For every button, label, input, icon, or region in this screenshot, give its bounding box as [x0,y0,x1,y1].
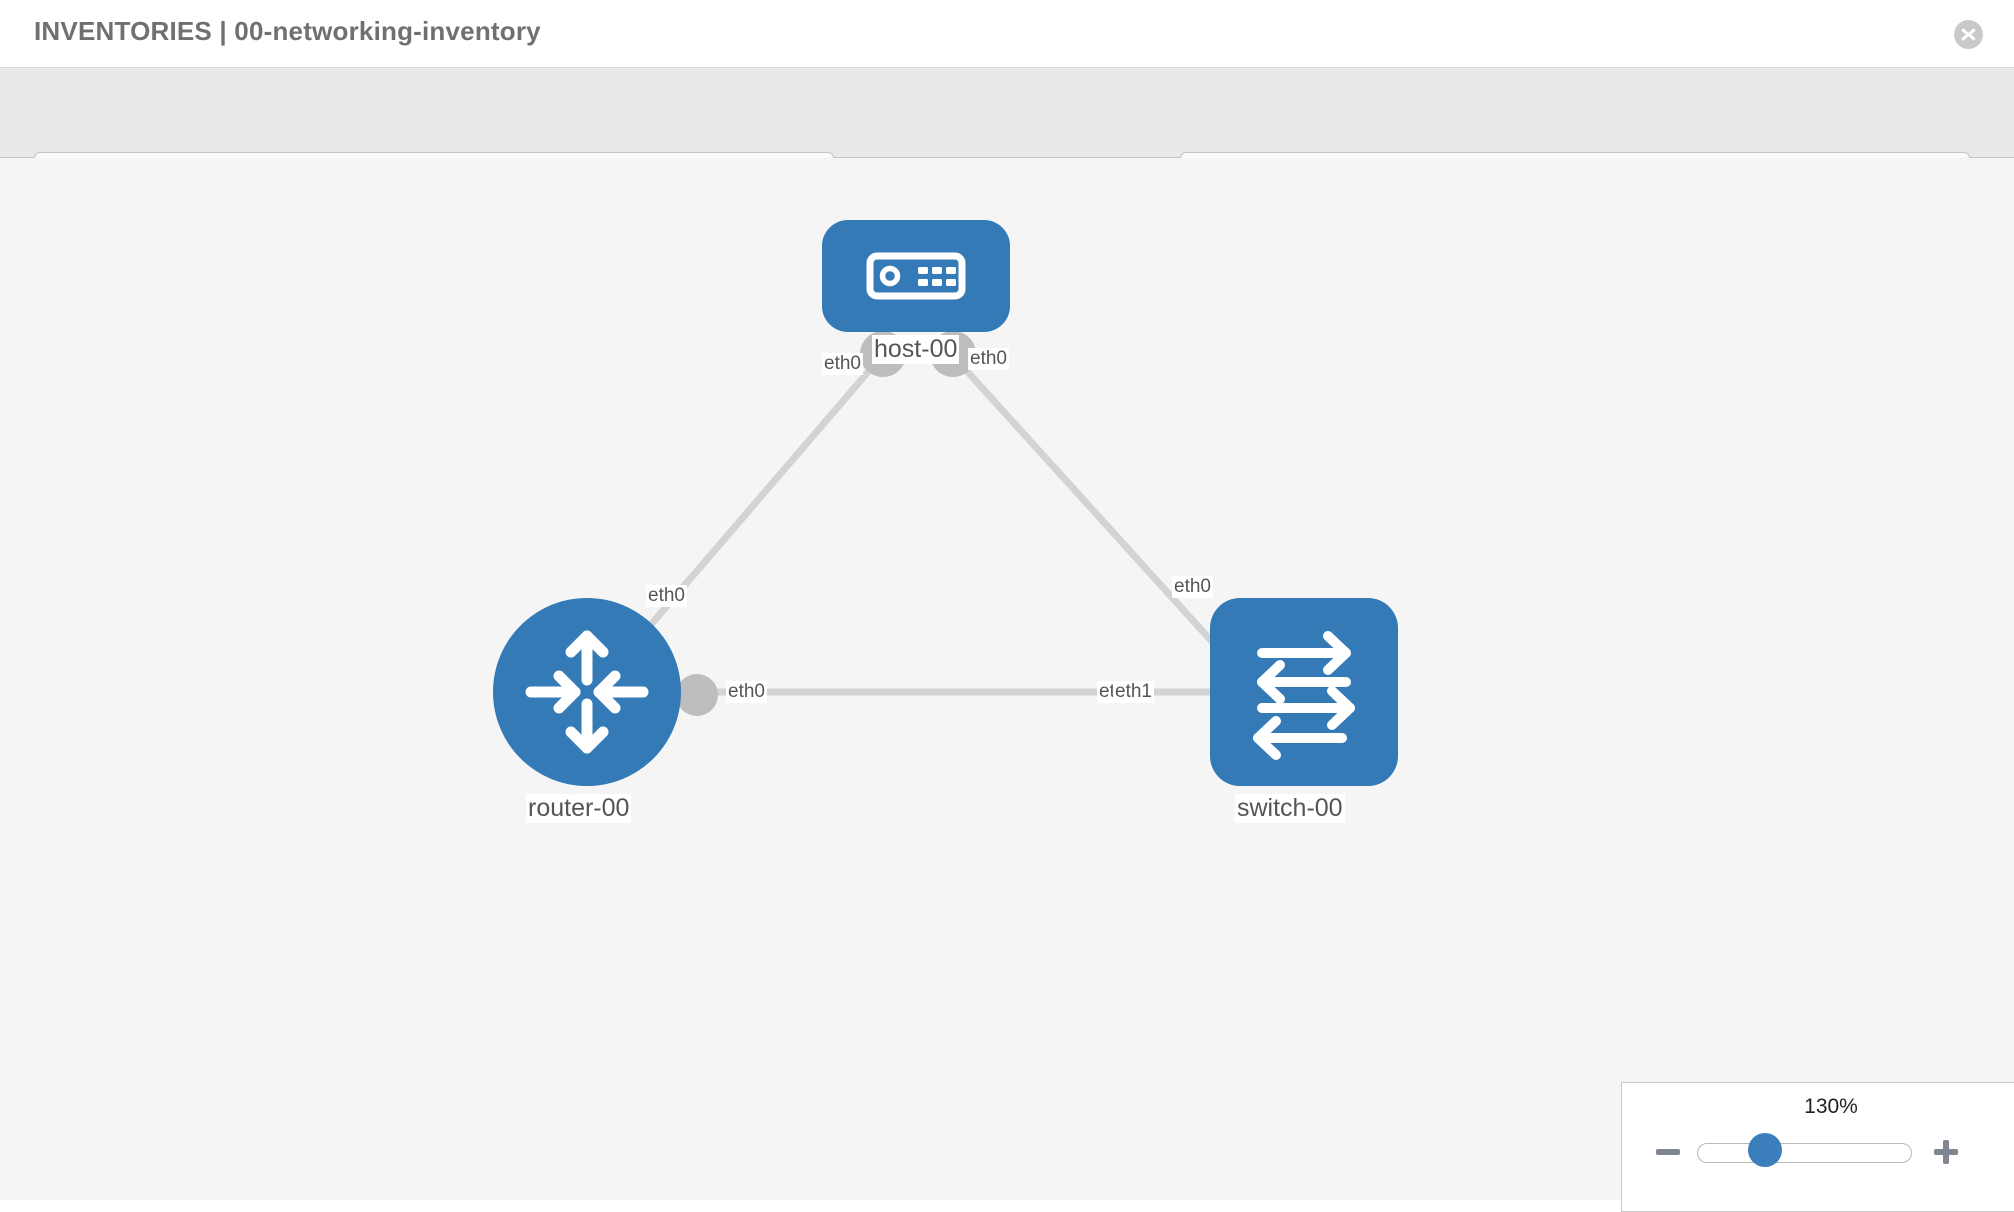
host-node-shape [822,220,1010,332]
switch-node-shape [1210,598,1398,786]
edge-label-router-right: eth0 [726,681,767,703]
router-arrows-icon [525,630,649,754]
switch-arrows-icon [1253,631,1355,760]
nub-router-right [676,674,718,716]
page-title: INVENTORIES | 00-networking-inventory [34,16,541,46]
zoom-slider-track[interactable] [1697,1143,1912,1163]
server-appliance-icon [866,252,966,300]
toolbar: ACTIONS SEARCH [0,68,2014,200]
zoom-out-button[interactable] [1654,1138,1682,1166]
edge-host-switch [952,355,1248,681]
node-label-router-00: router-00 [526,794,632,823]
node-switch-00[interactable]: switch-00 [1210,598,1402,848]
router-node-shape [493,598,681,786]
node-host-00[interactable]: host-00 [822,220,1012,435]
node-label-host-00: host-00 [872,335,960,364]
edge-label-router-up: eth0 [646,585,687,607]
zoom-level-value: 130% [1804,1095,1858,1118]
edge-label-host-left: eth0 [822,353,863,375]
node-label-switch-00: switch-00 [1235,794,1345,823]
topology-canvas[interactable]: host-00 rout [0,158,2014,1200]
zoom-slider-thumb[interactable] [1748,1133,1782,1167]
zoom-control-panel: 130% [1621,1082,2014,1212]
edge-label-switch-left-b: eth1 [1113,681,1154,703]
page-header: INVENTORIES | 00-networking-inventory [0,0,2014,68]
zoom-in-button[interactable] [1932,1138,1960,1166]
edge-label-host-right: eth0 [968,348,1009,370]
edge-label-switch-up: eth0 [1172,576,1213,598]
close-icon[interactable] [1954,20,1983,49]
node-router-00[interactable]: router-00 [493,598,685,848]
